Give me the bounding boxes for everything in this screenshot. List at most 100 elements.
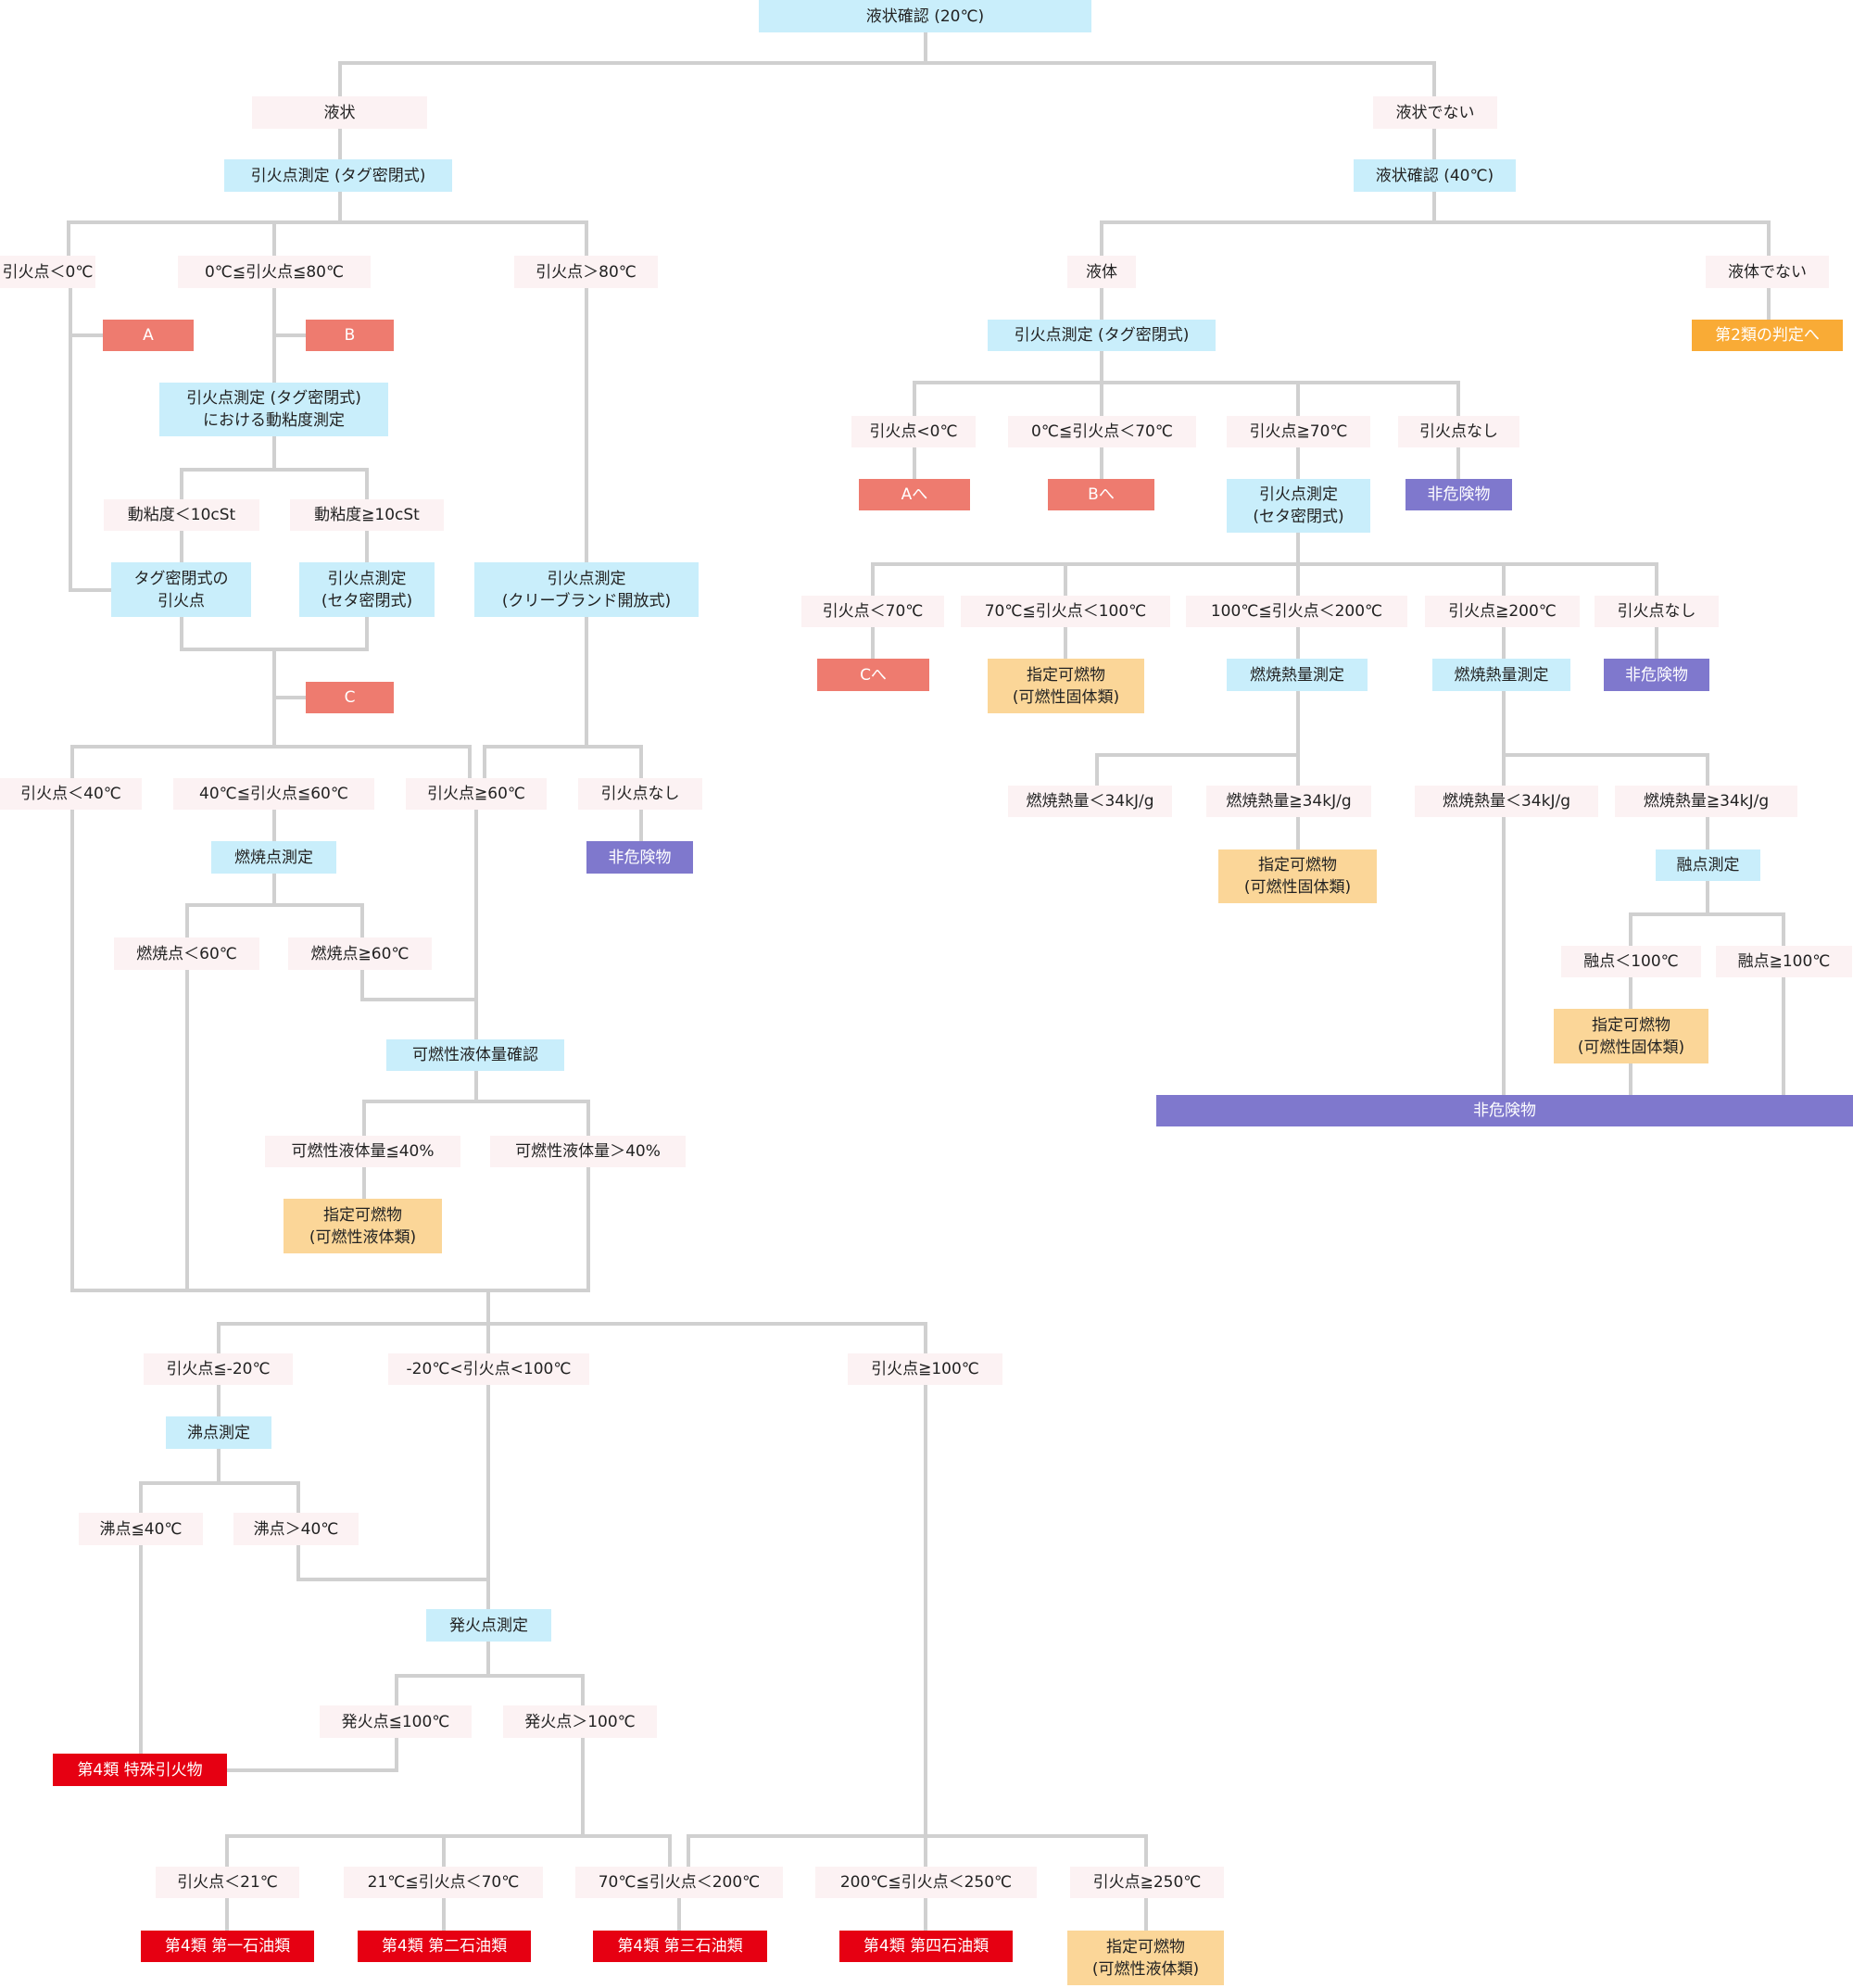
node-label: 引火点なし (600, 785, 680, 803)
node-label: 液状 (323, 103, 356, 122)
cond-r-fp-0-70: 0℃≦引火点＜70℃ (1008, 416, 1196, 447)
result-special-flammable: 第4類 特殊引火物 (53, 1754, 227, 1786)
node-label: 燃焼熱量≧34kJ/g (1643, 792, 1770, 811)
node-label: 可燃性液体量≦40% (291, 1142, 435, 1161)
cond-fp-200-250: 200℃≦引火点＜250℃ (815, 1867, 1037, 1898)
node-label: 液体 (1086, 262, 1117, 282)
cond-bp-le40: 沸点≦40℃ (79, 1513, 203, 1545)
node-label: 燃焼熱量≧34kJ/g (1226, 792, 1352, 811)
node-label: 40℃≦引火点≦60℃ (199, 785, 348, 803)
node-label: 引火点≧200℃ (1448, 602, 1557, 621)
node-label: 引火点測定 (タグ密閉式) (250, 166, 426, 185)
node-label: 第4類 第二石油類 (381, 1937, 508, 1956)
node-label: 燃焼点≧60℃ (310, 944, 410, 963)
result-class2: 第2類の判定へ (1692, 320, 1843, 351)
node-label: 発火点測定 (449, 1616, 528, 1635)
cond-firepoint-lt60: 燃焼点＜60℃ (114, 937, 259, 970)
node-label: 発火点≦100℃ (341, 1712, 450, 1731)
node-label: 融点＜100℃ (1583, 952, 1679, 971)
cond-fp-none: 引火点なし (578, 778, 702, 810)
node-label: B (344, 326, 356, 345)
measure-heat-2: 燃焼熱量測定 (1432, 659, 1570, 691)
node-label: 非危険物 (1625, 665, 1688, 685)
measure-viscosity: 引火点測定 (タグ密閉式) における動粘度測定 (159, 383, 388, 436)
node-label: 指定可燃物 (可燃性固体類) (1243, 856, 1352, 897)
cond-r-fp-lt0: 引火点<0℃ (851, 416, 976, 447)
cond-fp-21-70: 21℃≦引火点＜70℃ (344, 1867, 543, 1898)
cond-fp-ge250: 引火点≧250℃ (1070, 1867, 1224, 1898)
node-label: 第2類の判定へ (1715, 326, 1820, 345)
cond-firepoint-ge60: 燃焼点≧60℃ (288, 937, 432, 970)
cond-not-liquid-40: 液体でない (1706, 256, 1829, 288)
node-label: 引火点≧250℃ (1092, 1873, 1202, 1892)
node-label: 沸点測定 (187, 1423, 250, 1442)
cond-fp-le-m20: 引火点≦-20℃ (144, 1353, 293, 1385)
node-label: 引火点≧60℃ (427, 785, 525, 803)
cond-r-fp-70-100: 70℃≦引火点＜100℃ (961, 596, 1170, 627)
ref-B: B (306, 320, 394, 351)
result-non-hazard-r2: 非危険物 (1604, 659, 1709, 691)
measure-tag-fp: タグ密閉式の 引火点 (111, 562, 251, 617)
measure-seta-2: 引火点測定 (セタ密閉式) (1227, 479, 1370, 533)
ref-C: C (306, 682, 394, 713)
node-label: -20℃<引火点<100℃ (406, 1360, 572, 1378)
node-label: 沸点≦40℃ (99, 1519, 183, 1539)
result-petroleum-2: 第4類 第二石油類 (358, 1931, 531, 1962)
node-label: 液状確認 (40℃) (1375, 166, 1494, 185)
cond-fp-ge60: 引火点≧60℃ (406, 778, 547, 810)
node-label: 第4類 特殊引火物 (77, 1760, 203, 1780)
cond-r-fp-ge70: 引火点≧70℃ (1227, 416, 1370, 447)
node-label: 可燃性液体量＞40% (515, 1142, 661, 1161)
result-designated-liquid: 指定可燃物 (可燃性液体類) (284, 1199, 442, 1253)
measure-liquid-check-40c: 液状確認 (40℃) (1354, 159, 1516, 192)
node-label: 融点測定 (1676, 856, 1740, 874)
node-label: 引火点なし (1419, 422, 1498, 441)
node-label: 指定可燃物 (可燃性液体類) (1091, 1937, 1200, 1979)
result-non-hazard-r1: 非危険物 (1406, 479, 1512, 510)
cond-heat-ge34-b: 燃焼熱量≧34kJ/g (1615, 786, 1797, 817)
node-label: 引火点＜0℃ (2, 262, 94, 282)
cond-fp-gt80: 引火点＞80℃ (514, 256, 658, 288)
result-petroleum-1: 第4類 第一石油類 (141, 1931, 314, 1962)
result-designated-solid-3: 指定可燃物 (可燃性固体類) (1554, 1009, 1708, 1063)
node-label: 燃焼点測定 (234, 848, 313, 867)
node-label: 可燃性液体量確認 (412, 1046, 538, 1064)
cond-fp-lt40: 引火点＜40℃ (0, 778, 142, 810)
node-label: 引火点測定 (セタ密閉式) (1253, 485, 1344, 526)
node-label: 21℃≦引火点＜70℃ (367, 1873, 520, 1892)
cond-visc-lt10: 動粘度＜10cSt (104, 499, 259, 531)
node-label: Bへ (1088, 485, 1115, 504)
result-petroleum-4: 第4類 第四石油類 (839, 1931, 1013, 1962)
node-label: 引火点測定 (クリーブランド開放式) (501, 569, 672, 610)
cond-comb-gt40: 可燃性液体量＞40% (490, 1136, 686, 1167)
node-label: 液状確認 (20℃) (865, 6, 985, 26)
cond-heat-lt34-a: 燃焼熱量＜34kJ/g (1008, 786, 1172, 817)
node-label: 指定可燃物 (可燃性固体類) (1012, 665, 1120, 707)
result-designated-liquid-2: 指定可燃物 (可燃性液体類) (1067, 1931, 1224, 1985)
ref-to-A: Aへ (859, 479, 970, 510)
node-label: 引火点＞80℃ (536, 262, 637, 282)
result-non-hazard: 非危険物 (586, 841, 693, 874)
node-label: 0℃≦引火点＜70℃ (1031, 422, 1173, 441)
node-label: 液体でない (1728, 262, 1807, 282)
cond-r-fp-ge200: 引火点≧200℃ (1425, 596, 1580, 627)
node-label: 燃焼熱量測定 (1454, 665, 1549, 685)
measure-seta: 引火点測定 (セタ密閉式) (299, 562, 435, 617)
node-label: 70℃≦引火点＜200℃ (598, 1873, 761, 1892)
measure-ignition-point: 発火点測定 (426, 1609, 551, 1642)
node-label: 融点≧100℃ (1737, 952, 1831, 971)
ref-A: A (103, 320, 194, 351)
node-label: 引火点≦-20℃ (166, 1360, 271, 1378)
node-label: 引火点なし (1617, 602, 1696, 621)
cond-mp-lt100: 融点＜100℃ (1561, 946, 1701, 977)
node-label: タグ密閉式の 引火点 (133, 569, 229, 610)
node-label: 非危険物 (608, 848, 672, 867)
node-label: Cへ (860, 665, 887, 685)
node-label: 動粘度＜10cSt (127, 506, 236, 524)
node-label: 沸点＞40℃ (253, 1519, 339, 1539)
cond-liquid-40: 液体 (1067, 256, 1136, 288)
node-label: Aへ (901, 485, 928, 504)
measure-combustible-liquid: 可燃性液体量確認 (386, 1039, 564, 1071)
